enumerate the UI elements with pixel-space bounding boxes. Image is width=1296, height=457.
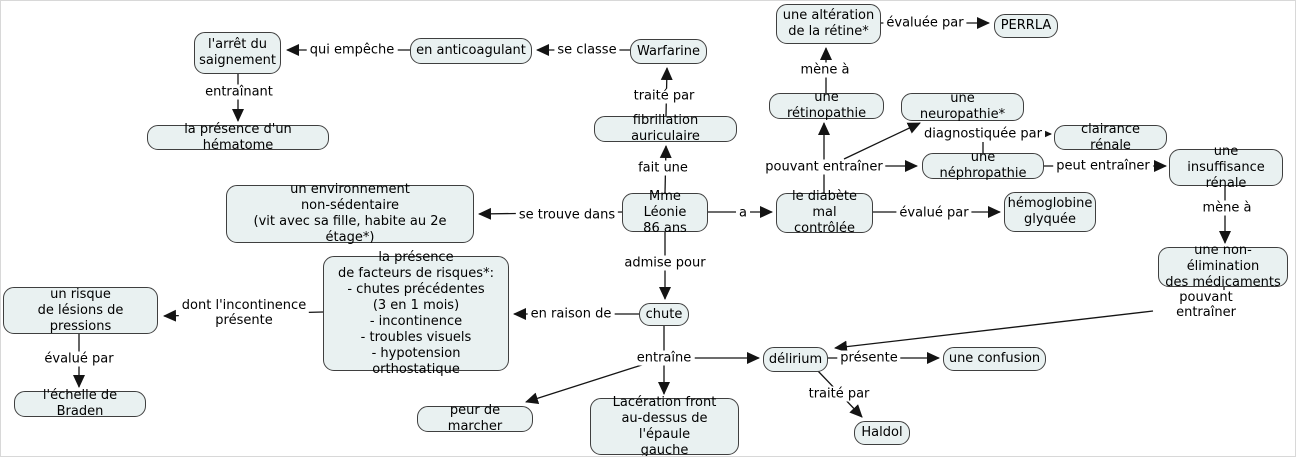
node-neuropathie[interactable]: une neuropathie* (901, 91, 1024, 122)
edge-label-presente: présente (837, 350, 901, 366)
node-peur-de-marcher[interactable]: peur de marcher (417, 403, 533, 434)
edge-label-dont-incontinence: dont l'incontinence présente (178, 298, 310, 328)
node-alteration-retine[interactable]: une altération de la rétine* (776, 4, 881, 44)
edge-label-admise-pour: admise pour (621, 255, 709, 271)
node-arret-saignement[interactable]: l'arrêt du saignement (194, 32, 281, 74)
node-facteurs-risques[interactable]: la présence de facteurs de risques*: - c… (323, 250, 509, 377)
edge-label-fait-une: fait une (635, 160, 691, 176)
edge-label-diagnostiquee-par: diagnostiquée par (921, 126, 1045, 142)
node-warfarine[interactable]: Warfarine (630, 39, 707, 64)
edge-pouvant-entrainer-neuropathie (843, 122, 921, 160)
edge-label-se-classe: se classe (554, 42, 620, 58)
edge-label-traite-par-warfarine: traité par (630, 88, 698, 104)
edge-label-traite-par-2: traité par (805, 386, 873, 402)
node-clairance-renale[interactable]: clairance rénale (1054, 122, 1167, 153)
edge-label-mene-a-2: mène à (1199, 200, 1255, 216)
node-mme-leonie[interactable]: Mme Léonie 86 ans (622, 189, 708, 236)
node-chute[interactable]: chute (639, 303, 689, 326)
edge-label-evalue-par-2: évalué par (41, 351, 117, 367)
node-perrla[interactable]: PERRLA (994, 14, 1058, 38)
node-non-elimination[interactable]: une non-élimination des médicaments (1158, 243, 1288, 290)
node-hematome[interactable]: la présence d'un hématome (147, 122, 329, 153)
edge-entraine-peur (525, 362, 649, 405)
node-diabete[interactable]: le diabète mal contrôlée (776, 189, 873, 236)
node-insuffisance-renale[interactable]: une insuffisance rénale (1169, 144, 1283, 191)
node-fibrillation-auriculaire[interactable]: fibrillation auriculaire (594, 113, 737, 144)
edge-label-entrainant: entraînant (202, 84, 276, 100)
edge-label-entraine: entraîne (633, 350, 695, 366)
node-delirium[interactable]: délirium (763, 347, 828, 372)
node-anticoagulant[interactable]: en anticoagulant (410, 38, 532, 64)
edge-pouvant-entrainer-delirium (834, 310, 1154, 353)
edge-label-peut-entrainer: peut entraîner (1053, 158, 1153, 174)
edge-label-en-raison-de: en raison de (527, 306, 615, 322)
node-risque-lesions[interactable]: un risque de lésions de pressions (3, 287, 158, 334)
edge-label-evalue-par-1: évalué par (896, 205, 972, 221)
edge-label-qui-empeche: qui empêche (306, 42, 398, 58)
edge-label-evaluee-par: évaluée par (883, 15, 967, 31)
edge-label-pouvant-entrainer-1: pouvant entraîner (762, 159, 886, 175)
edge-label-mene-a-1: mène à (797, 62, 853, 78)
node-laceration[interactable]: Lacération front au-dessus de l'épaule g… (590, 395, 739, 456)
node-confusion[interactable]: une confusion (943, 347, 1046, 371)
node-haldol[interactable]: Haldol (854, 421, 910, 445)
node-hemoglobine-glyquee[interactable]: hémoglobine glyquée (1004, 192, 1096, 232)
node-environnement[interactable]: un environnement non-sédentaire (vit ave… (226, 182, 474, 245)
node-retinopathie[interactable]: une rétinopathie (769, 90, 884, 121)
node-nephropathie[interactable]: une néphropathie (922, 150, 1044, 181)
edge-label-a: a (736, 205, 750, 221)
node-echelle-braden[interactable]: l'échelle de Braden (14, 388, 146, 419)
edge-label-se-trouve-dans: se trouve dans (515, 207, 619, 223)
edge-label-pouvant-entrainer-2: pouvant entraîner (1161, 290, 1251, 320)
